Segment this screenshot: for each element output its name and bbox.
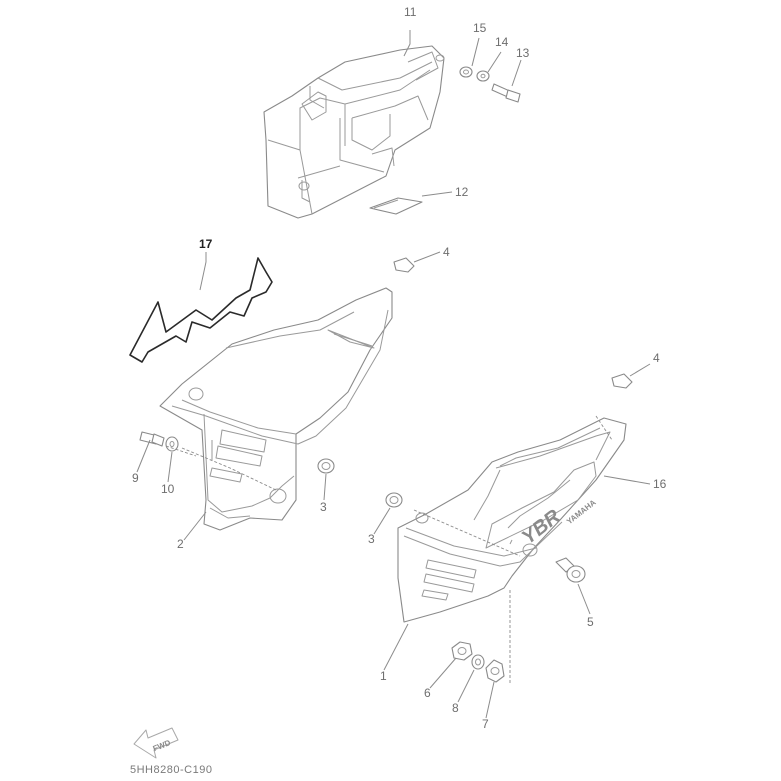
fwd-arrow-icon: FWD — [133, 727, 179, 759]
callout-13: 13 — [516, 46, 530, 60]
callout-16: 16 — [653, 477, 667, 491]
part-washer-14[interactable] — [476, 70, 490, 82]
callout-3-left: 3 — [320, 500, 327, 514]
part-bolt-13[interactable] — [491, 83, 521, 103]
part-left-side-cover[interactable] — [159, 287, 393, 531]
part-battery-box[interactable] — [263, 45, 445, 219]
callout-1: 1 — [380, 669, 387, 683]
part-emblem[interactable] — [129, 257, 273, 363]
part-battery-pad[interactable] — [369, 197, 423, 215]
callout-4-right: 4 — [653, 351, 660, 365]
callout-14: 14 — [495, 35, 509, 49]
callout-10: 10 — [161, 482, 175, 496]
leader-lines — [136, 30, 651, 719]
callout-6: 6 — [424, 686, 431, 700]
part-bolt-9[interactable] — [139, 431, 165, 447]
part-fastener-5[interactable] — [555, 557, 586, 583]
part-nut-6[interactable] — [451, 641, 473, 661]
part-clip-4-top[interactable] — [393, 257, 415, 273]
callout-5: 5 — [587, 615, 594, 629]
part-right-side-cover[interactable]: YBR YAMAHA — [397, 415, 627, 623]
part-collar-7[interactable] — [485, 659, 505, 683]
callout-12: 12 — [455, 185, 469, 199]
callout-7: 7 — [482, 717, 489, 731]
callout-3-right: 3 — [368, 532, 375, 546]
diagram-code: 5HH8280-C190 — [130, 764, 212, 776]
callout-9: 9 — [132, 471, 139, 485]
callout-11: 11 — [404, 5, 417, 19]
callout-15: 15 — [473, 21, 487, 35]
part-grommet-3-left[interactable] — [317, 458, 335, 474]
callout-8: 8 — [452, 701, 459, 715]
callout-17: 17 — [199, 237, 213, 251]
part-grommet-3-right[interactable] — [385, 492, 403, 508]
part-clip-4-right[interactable] — [611, 373, 633, 389]
callout-2: 2 — [177, 537, 184, 551]
part-washer-10[interactable] — [165, 436, 179, 452]
callout-labels: 11 15 14 13 12 17 4 4 16 9 10 3 3 2 5 1 … — [132, 5, 667, 731]
callout-4-top: 4 — [443, 245, 450, 259]
part-washer-15[interactable] — [459, 66, 473, 78]
part-washer-8[interactable] — [471, 654, 485, 670]
